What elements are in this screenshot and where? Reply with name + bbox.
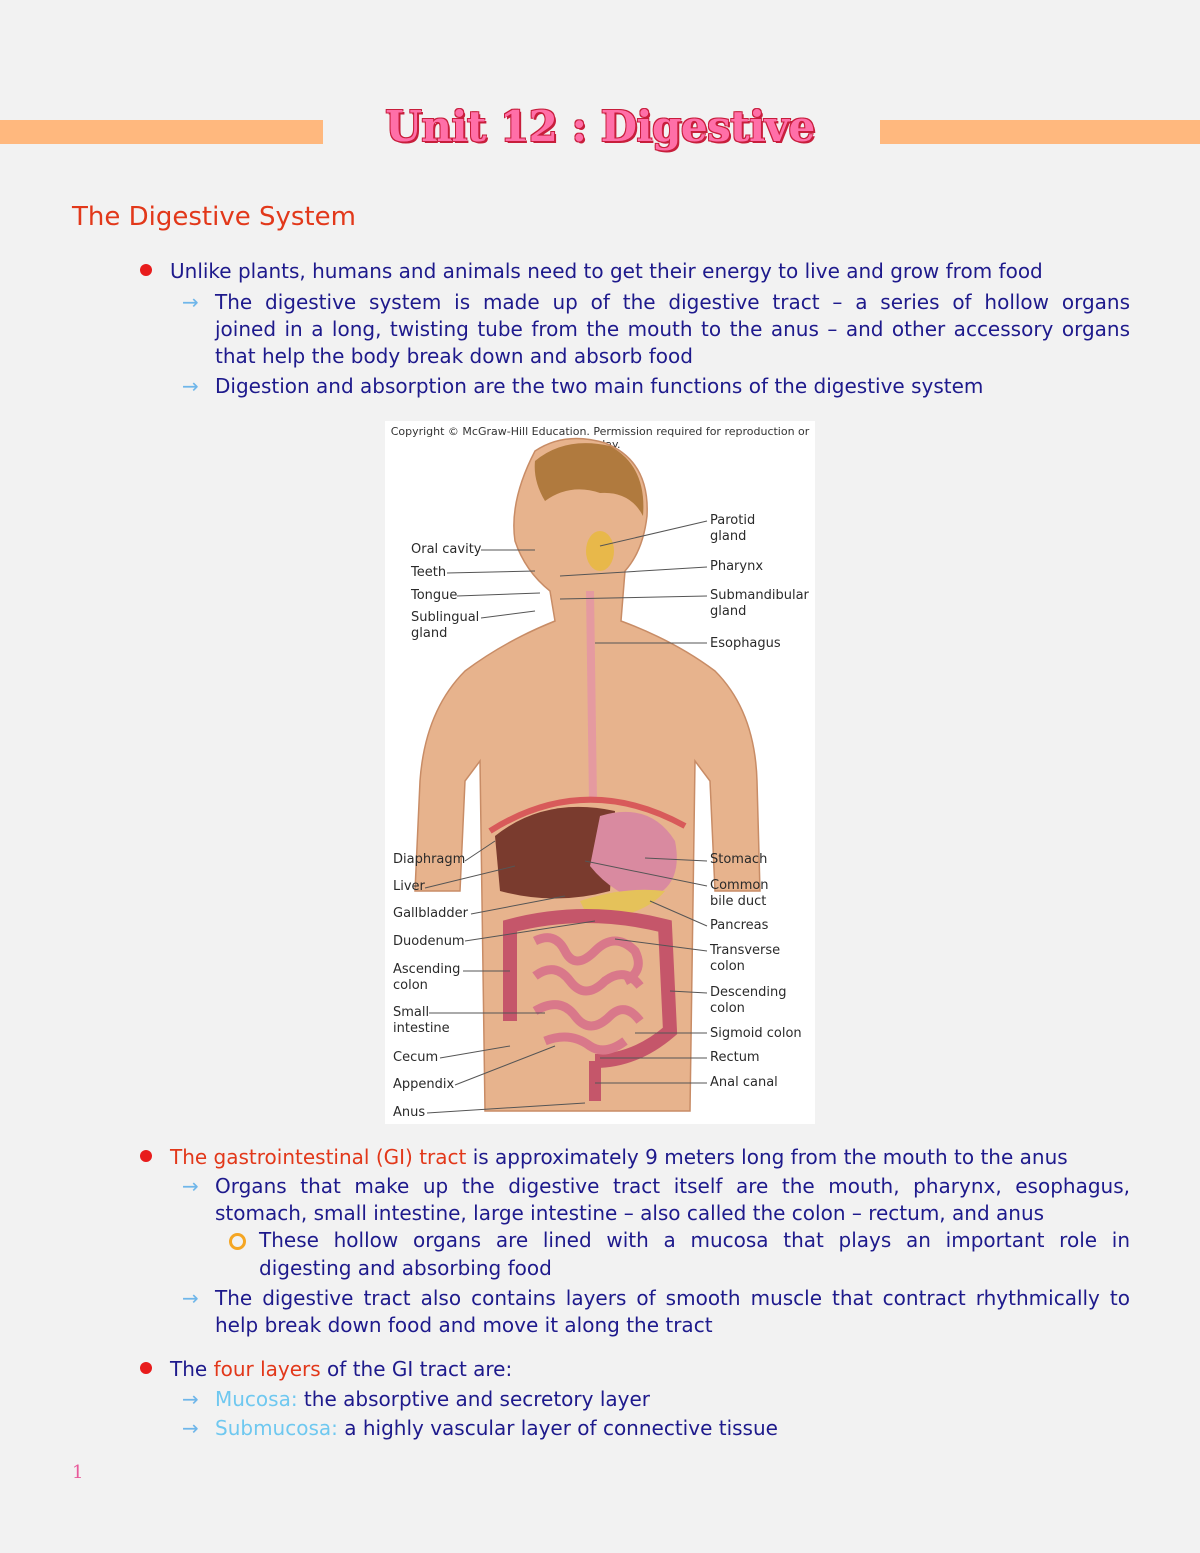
sub-bullet-text: help break down food and move it along t… [215, 1313, 713, 1337]
arrow-right-icon: → [182, 290, 199, 314]
arrow-right-icon: → [182, 1174, 199, 1198]
colon [503, 909, 678, 1068]
parotid-gland [586, 531, 614, 571]
diaphragm [488, 796, 687, 834]
body-silhouette [414, 437, 761, 1112]
sub-bullet-text: The digestive system is made up of the d… [215, 290, 1130, 314]
arrow-right-icon: → [182, 374, 199, 398]
label-common-bile-duct: Common bile duct [710, 878, 769, 909]
label-gallbladder: Gallbladder [393, 906, 468, 921]
page-number: 1 [72, 1462, 84, 1483]
label-small-intestine: Small intestine [393, 1005, 450, 1036]
label-liver: Liver [393, 879, 425, 894]
bullet-text: Unlike plants, humans and animals need t… [170, 259, 1043, 283]
label-duodenum: Duodenum [393, 934, 465, 949]
label-cecum: Cecum [393, 1050, 439, 1065]
term-mucosa: Mucosa: [215, 1387, 298, 1411]
label-pancreas: Pancreas [710, 918, 769, 933]
label-rectum: Rectum [710, 1050, 760, 1065]
orange-ring-icon [229, 1233, 246, 1250]
term-submucosa: Submucosa: [215, 1416, 338, 1440]
red-dot-icon [140, 264, 152, 276]
red-dot-icon [140, 1150, 152, 1162]
liver [495, 806, 615, 899]
label-sigmoid-colon: Sigmoid colon [710, 1026, 802, 1041]
term-four-layers: four layers [213, 1357, 321, 1381]
label-oral-cavity: Oral cavity [411, 542, 482, 557]
sub-bullet-text: The digestive tract also contains layers… [215, 1286, 1130, 1310]
leader-lines [424, 520, 708, 1114]
sub-bullet-text: that help the body break down and absorb… [215, 344, 693, 368]
label-submandibular-gland: Submandibular gland [710, 588, 809, 619]
label-pharynx: Pharynx [710, 559, 764, 574]
sub-bullet-text: Organs that make up the digestive tract … [215, 1174, 1130, 1198]
section-heading: The Digestive System [72, 202, 356, 232]
label-ascending-colon: Ascending colon [393, 962, 461, 993]
label-teeth: Teeth [411, 565, 447, 580]
title-bar-left-stripe [0, 120, 323, 144]
label-tongue: Tongue [411, 588, 458, 603]
bullet-text: The gastrointestinal (GI) tract is appro… [170, 1144, 1068, 1171]
red-dot-icon [140, 1362, 152, 1374]
term-gi-tract: The gastrointestinal (GI) tract [170, 1145, 467, 1169]
sub-bullet-text: joined in a long, twisting tube from the… [215, 317, 1130, 341]
esophagus-tube [586, 590, 597, 802]
def-submucosa: a highly vascular layer of connective ti… [337, 1416, 778, 1440]
layer-submucosa: Submucosa: a highly vascular layer of co… [215, 1415, 778, 1442]
layer-mucosa: Mucosa: the absorptive and secretory lay… [215, 1386, 650, 1413]
label-sublingual-gland: Sublingual gland [411, 610, 480, 641]
title-bar-right-stripe [880, 120, 1200, 144]
sub-bullet-text: Digestion and absorption are the two mai… [215, 374, 984, 398]
label-descending-colon: Descending colon [710, 985, 787, 1016]
digestive-system-illustration: Copyright © McGraw-Hill Education. Permi… [385, 421, 815, 1124]
page-title: Unit 12 : Digestive [385, 102, 815, 151]
label-appendix: Appendix [393, 1077, 455, 1092]
arrow-right-icon: → [182, 1416, 199, 1440]
stomach [590, 811, 677, 901]
label-transverse-colon: Transverse colon [710, 943, 781, 974]
arrow-right-icon: → [182, 1387, 199, 1411]
def-mucosa: the absorptive and secretory layer [297, 1387, 650, 1411]
sub-bullet-text: stomach, small intestine, large intestin… [215, 1201, 1045, 1225]
bullet-text-post: of the GI tract are: [320, 1357, 513, 1381]
label-parotid-gland: Parotid gland [710, 513, 756, 544]
label-anus: Anus [393, 1105, 426, 1120]
title-bar: Unit 12 : Digestive [0, 100, 1200, 160]
label-stomach: Stomach [710, 852, 768, 867]
bullet-text: The four layers of the GI tract are: [170, 1356, 512, 1383]
sub-sub-bullet-text: digesting and absorbing food [259, 1256, 552, 1280]
arrow-right-icon: → [182, 1286, 199, 1310]
sub-sub-bullet-text: These hollow organs are lined with a muc… [259, 1228, 1130, 1252]
small-intestine [532, 933, 644, 1055]
bullet-text-rest: is approximately 9 meters long from the … [466, 1145, 1068, 1169]
label-esophagus: Esophagus [710, 636, 781, 651]
anatomy-drawing [414, 437, 761, 1114]
hair [534, 443, 644, 516]
label-anal-canal: Anal canal [710, 1075, 778, 1090]
bullet-text-pre: The [170, 1357, 214, 1381]
label-diaphragm: Diaphragm [393, 852, 466, 867]
